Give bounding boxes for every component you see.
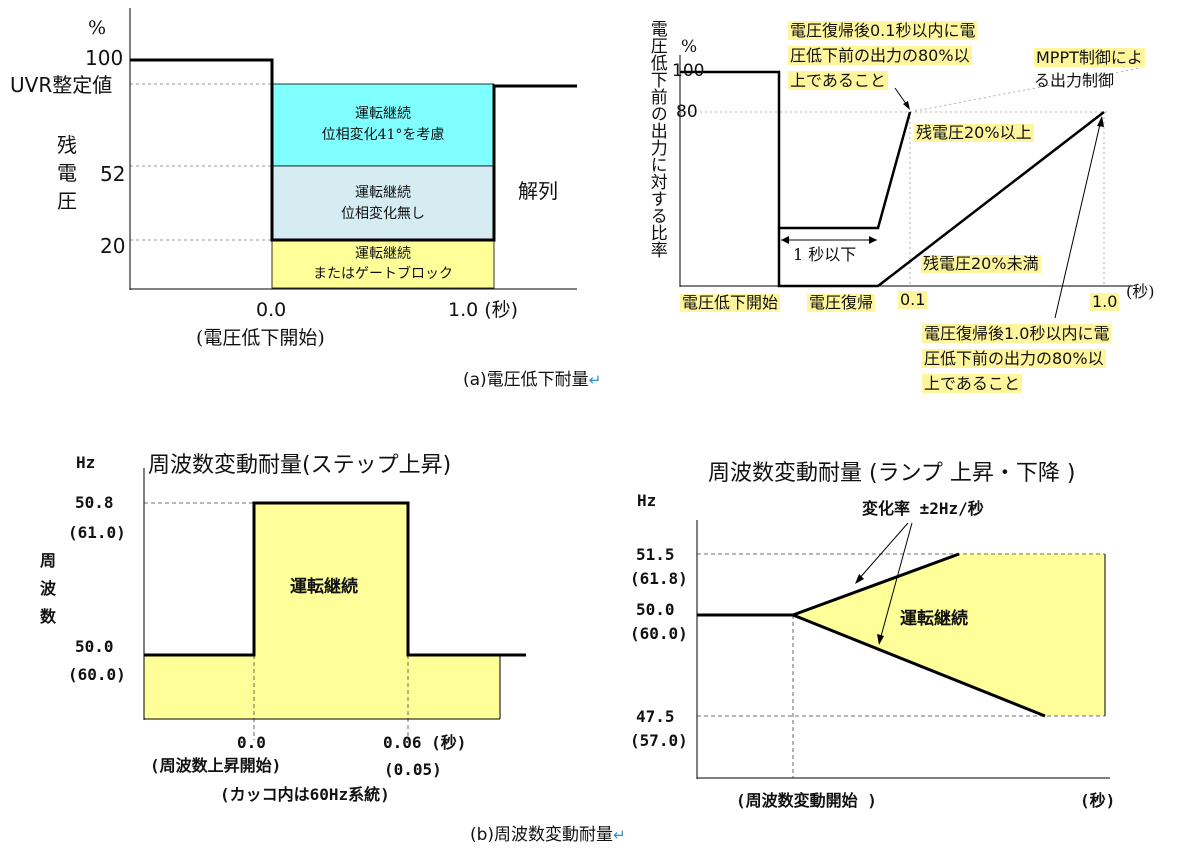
ramp-y-high: 51.5 — [636, 545, 675, 564]
uvr-y-setting: UVR整定値 — [10, 73, 113, 97]
mppt-l2: る出力制御 — [1034, 71, 1115, 90]
uvr-y-label-2: 電 — [57, 161, 77, 185]
region-continue-nophase — [271, 165, 495, 241]
step-footnote: (カッコ内は60Hz系統) — [220, 785, 390, 804]
step-x-1-60: (0.05) — [384, 760, 442, 779]
rec-y-100: 100 — [672, 61, 705, 81]
step-frequency-line — [144, 501, 526, 657]
note-top-l1: 電圧復帰後0.1秒以内に電 — [788, 21, 978, 40]
ramp-title: 周波数変動耐量 (ランプ 上昇・下降 ) — [708, 461, 1076, 486]
uvr-x-0-note: (電圧低下開始) — [196, 327, 325, 349]
rec-trace-below20 — [777, 111, 1105, 288]
box3-text: 運転継続 またはゲートブロック — [272, 244, 494, 284]
mppt-l1: MPPT制御によ — [1034, 48, 1145, 67]
note-bottom: 電圧復帰後1.0秒以内に電 圧低下前の出力の80%以 上であること — [922, 321, 1112, 396]
step-region-base — [144, 655, 500, 719]
rec-x-01: 0.1 — [898, 290, 928, 310]
note-top-l2: 圧低下前の出力の80%以 — [788, 46, 972, 65]
step-y-high-60: (61.0) — [68, 523, 126, 542]
step-x-0-note: (周波数上昇開始) — [150, 756, 282, 775]
box1-line1: 運転継続 — [355, 106, 411, 122]
trip-label: 解列 — [518, 179, 558, 203]
ramp-x-start: (周波数変動開始 ) — [736, 791, 877, 810]
box1-line2: 位相変化41°を考慮 — [321, 127, 445, 143]
ramp-y-base: 50.0 — [636, 600, 675, 619]
note-top-l3: 上であること — [788, 71, 888, 90]
ramp-region-label: 運転継続 — [900, 609, 968, 629]
rec-x-recover: 電圧復帰 — [807, 293, 876, 313]
uvr-x-0: 0.0 — [256, 299, 287, 321]
box2-text: 運転継続 位相変化無し — [272, 183, 494, 225]
uvr-x-1: 1.0 (秒) — [448, 299, 519, 321]
rec-y-80: 80 — [676, 102, 698, 122]
uvr-y-label-3: 圧 — [57, 189, 77, 213]
note-bottom-l3: 上であること — [922, 374, 1022, 393]
step-y-unit: Hz — [76, 453, 96, 472]
ramp-y-unit: Hz — [637, 491, 657, 510]
ramp-down-line — [792, 613, 1046, 718]
rec-y-label: 電圧低下前の出力に対する比率 — [645, 20, 667, 265]
box1-text: 運転継続 位相変化41°を考慮 — [272, 104, 494, 146]
under-1s: 1 秒以下 — [793, 245, 857, 264]
box3-line2: またはゲートブロック — [313, 266, 453, 282]
step-region-label: 運転継続 — [290, 577, 358, 597]
rec-x-start: 電圧低下開始 — [680, 293, 781, 313]
ramp-up-line — [792, 552, 960, 617]
step-region-pulse — [254, 503, 408, 655]
rec-x-10: 1.0 — [1090, 292, 1120, 312]
ramp-region — [793, 554, 1105, 716]
rec-y-label-text: 電圧低下前の出力に対する比率 — [646, 20, 667, 258]
uvr-y-label-1: 残 — [57, 133, 77, 157]
uvr-y-52: 52 — [100, 162, 126, 186]
ramp-y-low-60: (57.0) — [630, 731, 688, 750]
region-continue-phase41 — [271, 83, 495, 167]
box2-line2: 位相変化無し — [341, 206, 425, 222]
rec-y-unit: % — [681, 37, 698, 57]
step-x-0: 0.0 — [237, 733, 266, 752]
step-y-label-2: 波 — [40, 579, 57, 598]
box3-line1: 運転継続 — [355, 246, 411, 262]
step-x-1: 0.06 (秒) — [383, 733, 467, 752]
step-title: 周波数変動耐量(ステップ上昇) — [148, 453, 452, 478]
uvr-y-20: 20 — [100, 234, 126, 258]
resid-above20: 残電圧20%以上 — [914, 123, 1034, 143]
step-y-base-60: (60.0) — [68, 665, 126, 684]
note-top: 電圧復帰後0.1秒以内に電 圧低下前の出力の80%以 上であること — [788, 18, 978, 93]
note-bottom-l1: 電圧復帰後1.0秒以内に電 — [922, 324, 1112, 343]
step-y-label-3: 数 — [40, 607, 57, 626]
step-y-label-1: 周 — [40, 551, 57, 570]
caption-b: (b)周波数変動耐量↵ — [470, 825, 626, 845]
caption-a: (a)電圧低下耐量↵ — [463, 370, 602, 390]
step-y-base: 50.0 — [75, 637, 114, 656]
ramp-y-low: 47.5 — [636, 707, 675, 726]
caption-a-text: (a)電圧低下耐量 — [463, 370, 589, 390]
note-mppt: MPPT制御によ る出力制御 — [1034, 46, 1145, 92]
resid-below20: 残電圧20%未満 — [921, 254, 1041, 274]
box2-line1: 運転継続 — [355, 185, 411, 201]
ramp-y-high-60: (61.8) — [630, 569, 688, 588]
ramp-x-unit: (秒) — [1080, 791, 1116, 810]
uvr-voltage-line — [130, 58, 577, 242]
ramp-y-base-60: (60.0) — [630, 624, 688, 643]
rec-x-unit: (秒) — [1126, 282, 1155, 301]
uvr-y-100: 100 — [85, 46, 124, 70]
caption-b-text: (b)周波数変動耐量 — [470, 825, 614, 845]
ramp-rate: 変化率 ±2Hz/秒 — [862, 499, 984, 518]
step-y-high: 50.8 — [75, 493, 114, 512]
note-bottom-l2: 圧低下前の出力の80%以 — [922, 349, 1106, 368]
uvr-y-unit: % — [88, 17, 107, 39]
